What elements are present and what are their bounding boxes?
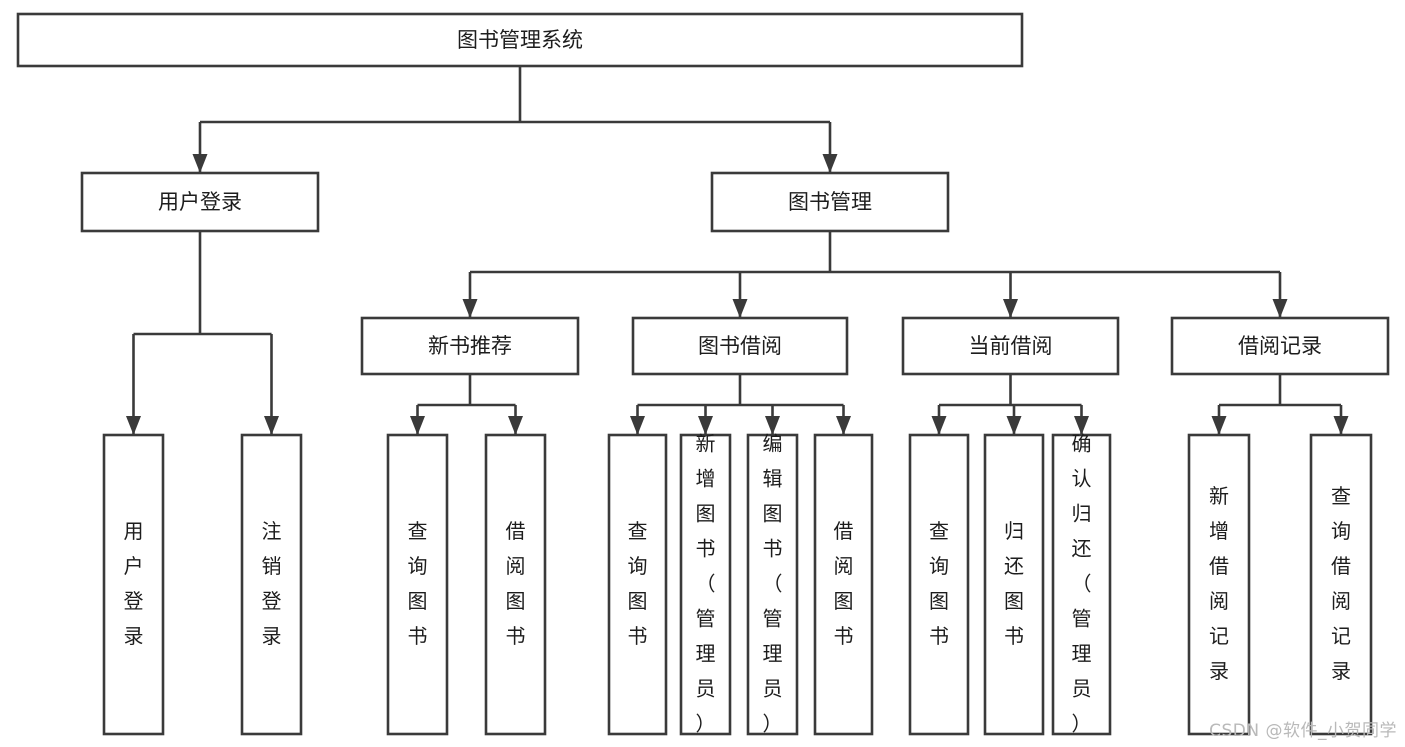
leaf-label: 查询图书	[408, 519, 428, 648]
level2-0-arrow-0	[410, 416, 425, 435]
level1-node-1[interactable]: 图书管理	[710, 171, 950, 233]
leaf-label: 用户登录	[124, 519, 144, 648]
level1-box	[710, 171, 950, 233]
leaf-node-8[interactable]: 查询图书	[908, 433, 970, 736]
level2-3-arrow-0	[1211, 416, 1227, 435]
leaf-box	[484, 433, 547, 736]
root-arrow-1	[822, 154, 838, 173]
book-mgmt-arrow-0	[462, 299, 478, 318]
leaf-box	[386, 433, 449, 736]
leaf-label: 注销登录	[262, 519, 282, 648]
root-label: 图书管理系统	[457, 28, 583, 52]
leaf-label: 确认归还（管理员）	[1072, 431, 1092, 735]
leaf-node-7[interactable]: 借阅图书	[813, 433, 874, 736]
level2-2-arrow-1	[1006, 416, 1022, 435]
leaf-box	[908, 433, 970, 736]
leaf-box	[983, 433, 1045, 736]
leaf-box	[102, 433, 165, 736]
root-arrow-0	[192, 154, 208, 173]
level2-box	[631, 316, 849, 376]
leaf-box	[1309, 433, 1373, 736]
leaf-node-0[interactable]: 用户登录	[102, 433, 165, 736]
book-mgmt-arrow-3	[1272, 299, 1288, 318]
level2-1-arrow-2	[765, 416, 780, 435]
level2-box	[901, 316, 1120, 376]
leaf-node-4[interactable]: 查询图书	[607, 433, 668, 736]
level2-node-0[interactable]: 新书推荐	[360, 316, 580, 376]
level2-3-arrow-1	[1333, 416, 1349, 435]
level2-1-arrow-1	[698, 416, 713, 435]
level1-label: 用户登录	[158, 190, 242, 214]
level2-node-2[interactable]: 当前借阅	[901, 316, 1120, 376]
leaf-box	[607, 433, 668, 736]
level2-0-arrow-1	[508, 416, 523, 435]
leaf-node-2[interactable]: 查询图书	[386, 433, 449, 736]
level1-label: 图书管理	[788, 190, 872, 214]
leaf-label: 新增图书（管理员）	[696, 431, 716, 735]
user-login-arrow-0	[126, 416, 141, 435]
connectors-layer	[126, 66, 1349, 435]
leaf-box	[813, 433, 874, 736]
leaf-label: 借阅图书	[506, 519, 526, 648]
leaf-box	[240, 433, 303, 736]
level2-node-1[interactable]: 图书借阅	[631, 316, 849, 376]
level2-label: 图书借阅	[698, 334, 782, 358]
leaf-node-6[interactable]: 编辑图书（管理员）	[746, 431, 799, 736]
leaf-label: 新增借阅记录	[1209, 484, 1229, 683]
level2-2-arrow-0	[931, 416, 947, 435]
level2-1-arrow-3	[836, 416, 851, 435]
leaf-node-11[interactable]: 新增借阅记录	[1187, 433, 1251, 736]
leaf-node-10[interactable]: 确认归还（管理员）	[1051, 431, 1112, 736]
root-box	[16, 12, 1024, 68]
leaf-box	[1187, 433, 1251, 736]
book-mgmt-arrow-2	[1003, 299, 1018, 318]
level2-label: 新书推荐	[428, 334, 512, 358]
leaf-label: 编辑图书（管理员）	[763, 431, 783, 735]
leaf-node-3[interactable]: 借阅图书	[484, 433, 547, 736]
leaf-label: 借阅图书	[834, 519, 854, 648]
leaf-label: 查询图书	[929, 519, 949, 648]
leaf-node-9[interactable]: 归还图书	[983, 433, 1045, 736]
leaf-box	[1051, 433, 1112, 736]
level2-node-3[interactable]: 借阅记录	[1170, 316, 1390, 376]
leaf-label: 查询图书	[628, 519, 648, 648]
leaf-node-1[interactable]: 注销登录	[240, 433, 303, 736]
level2-label: 当前借阅	[969, 334, 1053, 358]
level1-box	[80, 171, 320, 233]
leaf-node-5[interactable]: 新增图书（管理员）	[679, 431, 732, 736]
nodes-layer: 图书管理系统用户登录图书管理新书推荐图书借阅当前借阅借阅记录用户登录注销登录查询…	[16, 12, 1390, 736]
leaf-box	[679, 433, 732, 736]
leaf-node-12[interactable]: 查询借阅记录	[1309, 433, 1373, 736]
leaf-label: 查询借阅记录	[1331, 484, 1351, 683]
level2-2-arrow-2	[1074, 416, 1089, 435]
level2-box	[1170, 316, 1390, 376]
leaf-label: 归还图书	[1004, 519, 1024, 648]
level2-1-arrow-0	[630, 416, 645, 435]
level2-box	[360, 316, 580, 376]
root-node[interactable]: 图书管理系统	[16, 12, 1024, 68]
level1-node-0[interactable]: 用户登录	[80, 171, 320, 233]
user-login-arrow-1	[264, 416, 279, 435]
book-mgmt-arrow-1	[732, 299, 748, 318]
leaf-box	[746, 433, 799, 736]
level2-label: 借阅记录	[1238, 334, 1322, 358]
